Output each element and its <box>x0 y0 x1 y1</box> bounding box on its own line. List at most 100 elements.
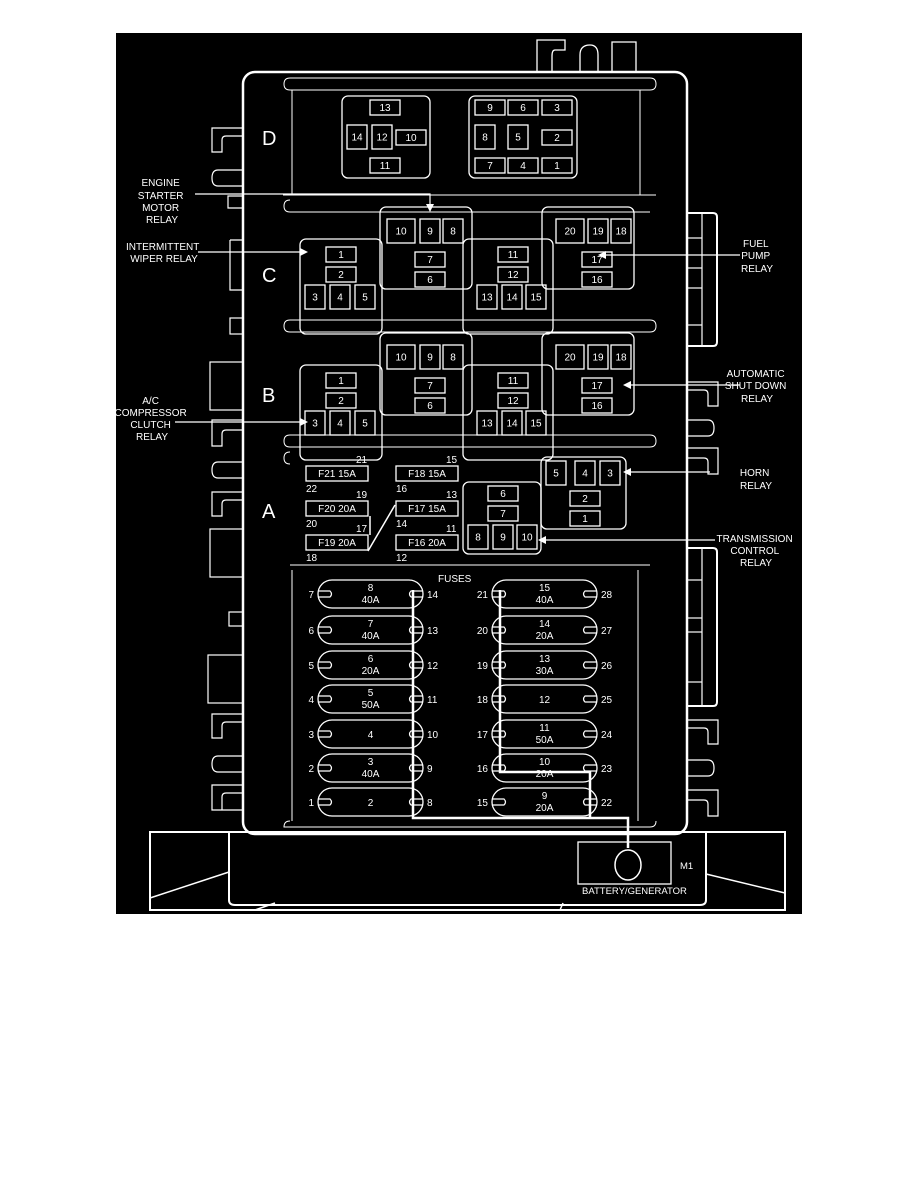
row-b-cavity[interactable]: 5 <box>354 410 376 436</box>
row-c-cavity[interactable]: 8 <box>442 218 464 244</box>
cavity-number: 3 <box>312 293 318 304</box>
row-d-right-cavity[interactable]: 8 <box>474 124 496 150</box>
transmission-relay-cavity[interactable]: 9 <box>492 524 514 550</box>
row-c-cavity[interactable]: 10 <box>386 218 416 244</box>
transmission-relay-cavity[interactable]: 10 <box>516 524 538 550</box>
row-c-cavity[interactable]: 3 <box>304 284 326 310</box>
cavity-number: 6 <box>520 103 526 114</box>
row-c-cavity[interactable]: 20 <box>555 218 585 244</box>
fuse-box-housing <box>241 70 689 836</box>
cavity-number: 1 <box>554 161 560 172</box>
row-d-left-cavity[interactable]: 10 <box>395 129 427 146</box>
row-c-relay-housing-2 <box>379 206 473 290</box>
row-c-cavity[interactable]: 16 <box>581 271 613 288</box>
row-b-cavity[interactable]: 8 <box>442 344 464 370</box>
transmission-relay-cavity[interactable]: 8 <box>467 524 489 550</box>
transmission-relay-cavity[interactable]: 6 <box>487 485 519 502</box>
row-d-left-cavity[interactable]: 14 <box>346 124 368 150</box>
row-c-cavity[interactable]: 18 <box>610 218 632 244</box>
row-d-right-cavity[interactable]: 3 <box>541 99 573 116</box>
cavity-number: 4 <box>520 161 526 172</box>
row-c-cavity[interactable]: 19 <box>587 218 609 244</box>
horn-relay-cavity[interactable]: 5 <box>545 460 567 486</box>
horn-relay-cavity[interactable]: 3 <box>599 460 621 486</box>
cavity-number: 16 <box>591 401 603 412</box>
row-b-relay-housing-3 <box>462 364 554 461</box>
horn-relay-cavity[interactable]: 4 <box>574 460 596 486</box>
row-d-right-cavity[interactable]: 9 <box>474 99 506 116</box>
row-b-cavity[interactable]: 1 <box>325 372 357 389</box>
transmission-relay-cavity[interactable]: 7 <box>487 505 519 522</box>
mini-fuse-cavity[interactable]: F20 20A <box>305 500 369 517</box>
section-letters: D C B A <box>262 128 276 523</box>
battery-generator-connector[interactable] <box>577 841 672 885</box>
row-d-right-cavity[interactable]: 2 <box>541 129 573 146</box>
row-c-cavity[interactable]: 1 <box>325 246 357 263</box>
row-d-left-cavity[interactable]: 11 <box>369 157 401 174</box>
row-d-right-cavity[interactable]: 4 <box>507 157 539 174</box>
row-d-left-cavity[interactable]: 12 <box>371 124 393 150</box>
row-c-cavity[interactable]: 9 <box>419 218 441 244</box>
row-b-cavity[interactable]: 2 <box>325 392 357 409</box>
row-b-cavity[interactable]: 6 <box>414 397 446 414</box>
row-b-cavity[interactable]: 9 <box>419 344 441 370</box>
row-d-left-cavity[interactable]: 13 <box>369 99 401 116</box>
row-b-cavity[interactable]: 10 <box>386 344 416 370</box>
fuse-jumper-line <box>367 504 396 552</box>
row-c-cavity[interactable]: 6 <box>414 271 446 288</box>
row-b-cavity[interactable]: 20 <box>555 344 585 370</box>
row-d-right-cavity[interactable]: 5 <box>507 124 529 150</box>
cavity-number: 3 <box>554 103 560 114</box>
row-c-cavity[interactable]: 2 <box>325 266 357 283</box>
terminal-number: 10 <box>427 730 439 741</box>
row-b-cavity[interactable]: 4 <box>329 410 351 436</box>
row-c-cavity[interactable]: 17 <box>581 251 613 268</box>
row-b-cavity[interactable]: 12 <box>497 392 529 409</box>
row-b-cavity[interactable]: 16 <box>581 397 613 414</box>
horn-relay-cavity[interactable]: 2 <box>569 490 601 507</box>
horn-relay-cavity[interactable]: 1 <box>569 510 601 527</box>
row-c-cavity[interactable]: 4 <box>329 284 351 310</box>
row-d-right-cavity[interactable]: 6 <box>507 99 539 116</box>
row-c-cavity[interactable]: 14 <box>501 284 523 310</box>
row-b-cavity[interactable]: 17 <box>581 377 613 394</box>
left-side-clips <box>207 127 244 811</box>
row-b-cavity[interactable]: 15 <box>525 410 547 436</box>
mini-fuse-cavity[interactable]: F18 15A <box>395 465 459 482</box>
terminal-number: 6 <box>308 626 314 637</box>
row-d-right-cavity[interactable]: 7 <box>474 157 506 174</box>
row-c-cavity[interactable]: 12 <box>497 266 529 283</box>
row-b-cavity[interactable]: 14 <box>501 410 523 436</box>
mini-fuse-cavity[interactable]: F16 20A <box>395 534 459 551</box>
terminal-number: 19 <box>356 490 368 501</box>
row-b-cavity[interactable]: 11 <box>497 372 529 389</box>
row-b-cavity[interactable]: 19 <box>587 344 609 370</box>
row-d-right-cavity[interactable]: 1 <box>541 157 573 174</box>
mini-fuse-cavity[interactable]: F21 15A <box>305 465 369 482</box>
mini-fuse-cavity[interactable]: F19 20A <box>305 534 369 551</box>
mini-fuse-cavity[interactable]: F17 15A <box>395 500 459 517</box>
cavity-number: 10 <box>395 227 407 238</box>
row-c-cavity[interactable]: 5 <box>354 284 376 310</box>
row-c-cavity[interactable]: 7 <box>414 251 446 268</box>
row-c-cavity[interactable]: 15 <box>525 284 547 310</box>
row-c-cavity[interactable]: 11 <box>497 246 529 263</box>
row-c-cavity[interactable]: 13 <box>476 284 498 310</box>
row-b-cavity[interactable]: 18 <box>610 344 632 370</box>
row-b-cavity[interactable]: 13 <box>476 410 498 436</box>
row-b-cavity[interactable]: 7 <box>414 377 446 394</box>
